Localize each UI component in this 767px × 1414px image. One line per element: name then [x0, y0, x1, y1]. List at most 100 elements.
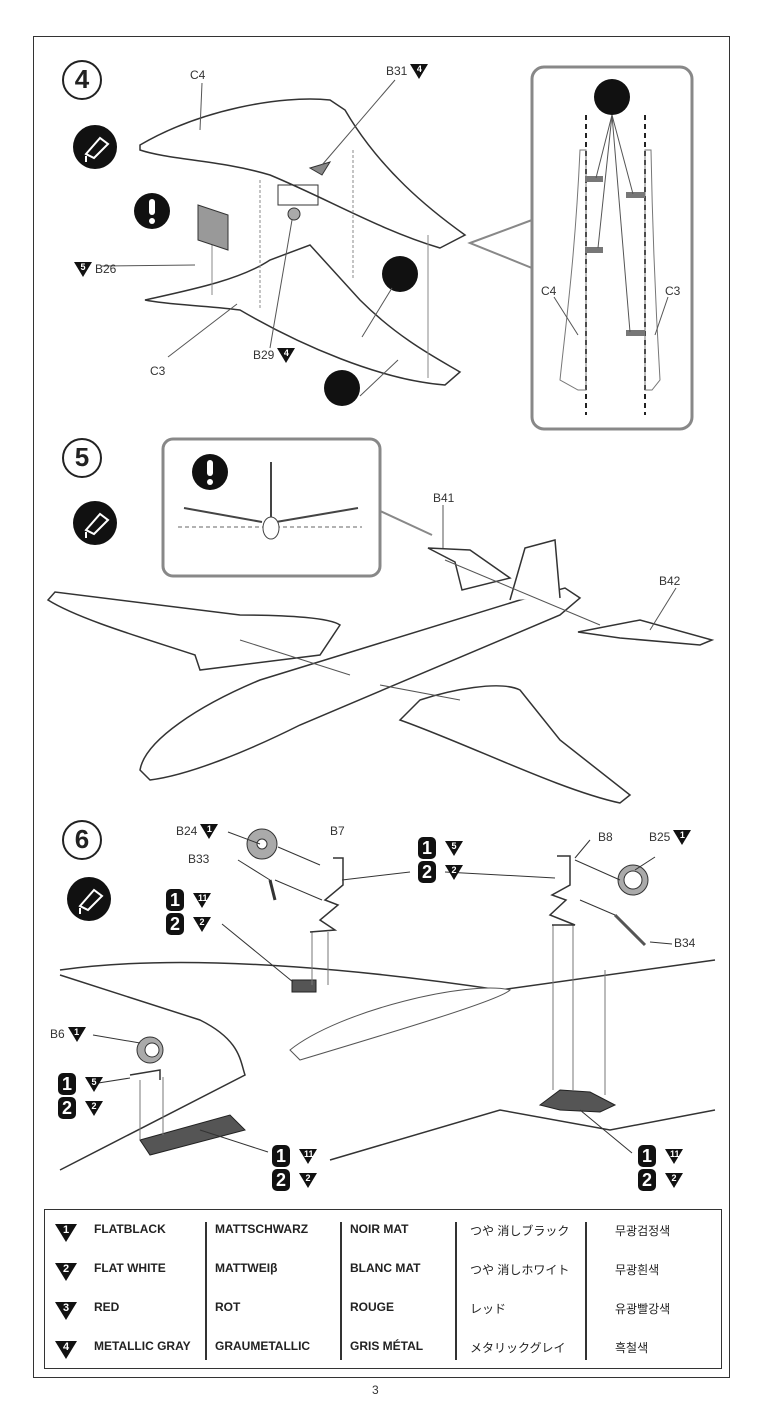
- lower-wing-c3: [144, 244, 462, 386]
- color-code: 3: [62, 1302, 70, 1314]
- color-name-ja: つや 消しブラック: [470, 1224, 570, 1238]
- color-name-fr: ROUGE: [350, 1300, 395, 1314]
- color-name-fr: GRIS MÉTAL: [350, 1339, 424, 1353]
- part-b33: [268, 879, 277, 901]
- part-id: B6: [50, 1027, 65, 1041]
- paint-code: 11: [304, 1148, 314, 1159]
- paint-option-badge: 2: [58, 1097, 76, 1119]
- color-legend-table: 1 2 3 4 FLATBLACK FLAT WHITE RED METALLI…: [44, 1209, 722, 1369]
- color-code-marker: 2: [55, 1263, 77, 1281]
- color-name-ja: メタリックグレイ: [470, 1341, 566, 1355]
- paint-code-marker: 11: [665, 1148, 683, 1164]
- part-b8: [548, 855, 576, 926]
- color-name-de: MATTWEIβ: [215, 1261, 278, 1275]
- color-name-en: METALLIC GRAY: [94, 1339, 191, 1353]
- paint-option-badge: 2: [272, 1169, 290, 1191]
- part-id: B26: [95, 262, 117, 276]
- step-4-detail-callout: [530, 65, 694, 431]
- color-code-marker: 4: [55, 1341, 77, 1359]
- callout-label-c3: C3: [665, 284, 681, 298]
- upper-wing-c4: [139, 98, 467, 249]
- paint-option-badge: 2: [638, 1169, 656, 1191]
- color-name-ko: 유광빨강색: [615, 1302, 671, 1316]
- color-name-fr: NOIR MAT: [350, 1222, 409, 1236]
- color-name-ko: 무광흰색: [615, 1263, 660, 1277]
- part-b29: [287, 207, 301, 221]
- paint-code: 11: [670, 1148, 680, 1159]
- part-id: B24: [176, 824, 198, 838]
- color-name-en: FLATBLACK: [94, 1222, 166, 1236]
- column-divider: [455, 1222, 457, 1360]
- color-code-marker: 1: [55, 1224, 77, 1242]
- paint-code: 1: [74, 1027, 80, 1038]
- paint-code: 4: [283, 348, 289, 359]
- paint-code-marker: 2: [445, 864, 463, 880]
- left-wing: [46, 591, 342, 671]
- callout-label-c4: C4: [541, 284, 557, 298]
- step-number-4: 4: [62, 60, 102, 100]
- wheel-well-panel: [277, 184, 319, 206]
- color-name-ja: レッド: [470, 1302, 507, 1316]
- paint-option-badge: 2: [166, 913, 184, 935]
- color-code: 4: [62, 1341, 70, 1353]
- paint-code-marker: 5: [85, 1076, 103, 1092]
- part-label-b6: B6 1: [50, 1027, 86, 1043]
- paint-code-marker: 11: [299, 1148, 317, 1164]
- paint-option-badge: 1: [166, 889, 184, 911]
- paint-code-marker: 2: [299, 1172, 317, 1188]
- paint-code: 2: [91, 1100, 97, 1111]
- column-divider: [205, 1222, 207, 1360]
- paint-code: 5: [451, 840, 457, 851]
- paint-code: 2: [305, 1172, 311, 1183]
- page-number: 3: [372, 1383, 379, 1397]
- caution-icon: [134, 193, 170, 229]
- paint-code: 2: [671, 1172, 677, 1183]
- right-wing: [398, 685, 632, 804]
- paint-code-marker: 11: [193, 892, 211, 908]
- part-label-b33: B33: [188, 852, 210, 866]
- part-label-c3: C3: [150, 364, 166, 378]
- part-label-b34: B34: [674, 936, 696, 950]
- color-code-marker: 3: [55, 1302, 77, 1320]
- part-id: B29: [253, 348, 275, 362]
- paint-code-marker: 5: [445, 840, 463, 856]
- part-label-b26: 5 B26: [74, 262, 117, 278]
- part-label-b8: B8: [598, 830, 613, 844]
- paint-code-marker: 2: [85, 1100, 103, 1116]
- color-name-en: RED: [94, 1300, 120, 1314]
- paint-code: 1: [206, 824, 212, 835]
- glue-icon: [73, 501, 117, 545]
- column-divider: [340, 1222, 342, 1360]
- color-name-en: FLAT WHITE: [94, 1261, 166, 1275]
- glue-icon: [73, 125, 117, 169]
- step-5-fuselage-assembly: [46, 437, 715, 804]
- paint-code-marker: 1: [673, 830, 692, 846]
- paint-code: 5: [80, 262, 86, 273]
- page-frame: [33, 36, 730, 1378]
- vertical-tail: [509, 539, 561, 601]
- color-name-de: GRAUMETALLIC: [215, 1339, 311, 1353]
- step-6-landing-gear-assembly: [59, 828, 716, 1171]
- paint-code-marker: 4: [410, 64, 429, 80]
- paint-code-marker: 1: [67, 1027, 86, 1043]
- color-name-fr: BLANC MAT: [350, 1261, 421, 1275]
- paint-code-marker: 1: [200, 824, 219, 840]
- paint-code: 11: [198, 892, 208, 903]
- part-b26: [197, 204, 229, 251]
- part-b42: [577, 619, 715, 646]
- paint-option-badge: 1: [638, 1145, 656, 1167]
- part-id: B25: [649, 830, 671, 844]
- paint-code: 2: [451, 864, 457, 875]
- fuselage: [139, 587, 582, 781]
- paint-code: 4: [416, 64, 422, 75]
- color-name-ko: 무광검정색: [615, 1224, 671, 1238]
- caution-icon: [192, 454, 228, 490]
- color-name-ko: 흑철색: [615, 1341, 649, 1355]
